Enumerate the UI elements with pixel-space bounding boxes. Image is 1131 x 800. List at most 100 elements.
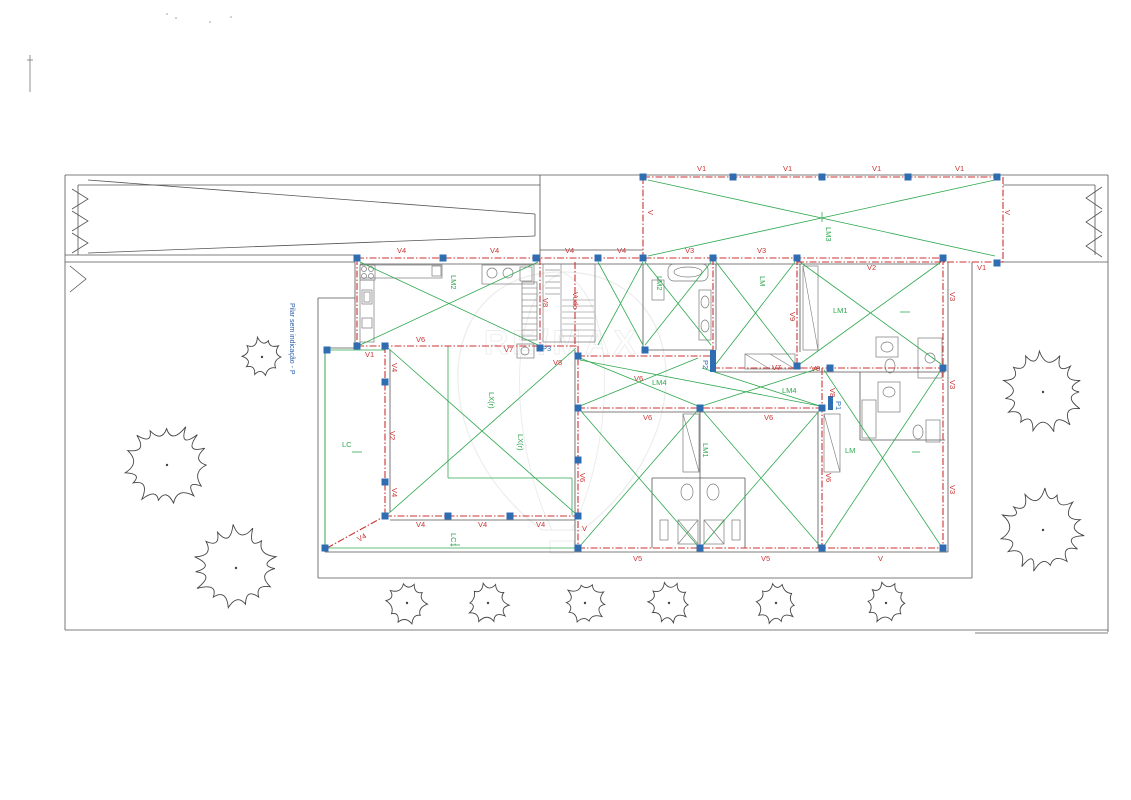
pillar [381, 478, 389, 486]
ramp-arrow [71, 188, 89, 210]
sanitary-fixture [882, 386, 896, 398]
beam-label: V8 [811, 364, 820, 373]
sanitary-fixture [706, 483, 720, 501]
slab-line [647, 179, 996, 257]
watermark-balloon: RE/MAX [457, 271, 667, 554]
beam-label: V7 [504, 345, 513, 354]
beam-label: V6 [578, 473, 587, 482]
tree-center [486, 601, 490, 605]
slab-label: LM4 [782, 386, 797, 395]
scan-marks [27, 13, 232, 92]
pillar [818, 173, 826, 181]
tree-center [583, 601, 587, 605]
furniture-outline [361, 317, 373, 329]
sanitary-fixture [700, 319, 710, 333]
stove-burner [486, 267, 498, 279]
beam-label: V7 [772, 363, 781, 372]
ramp-arrow [1085, 234, 1103, 258]
beam-label: V5 [633, 554, 642, 563]
slab-line [715, 261, 796, 365]
beam-label: V [878, 554, 883, 563]
slab-line [823, 369, 942, 547]
beam-label: V3 [948, 380, 957, 389]
beam-label: V8 [541, 298, 550, 307]
pillar-label: P3 [542, 344, 551, 353]
pillar [536, 344, 544, 352]
slab-line [597, 261, 644, 346]
pillar-label: P2 [701, 360, 710, 369]
slab-line [387, 347, 577, 515]
tree-center [165, 463, 169, 467]
pillar [532, 254, 540, 262]
beam-label: V1 [872, 164, 881, 173]
pillar [696, 404, 704, 412]
pillar [939, 254, 947, 262]
pillar-p2 [710, 350, 716, 372]
pillar [444, 512, 452, 520]
beam-label: V1 [783, 164, 792, 173]
furniture-outline [361, 289, 373, 305]
slab-line [359, 261, 539, 346]
beam-label: V [582, 524, 587, 533]
stove-burner [368, 266, 374, 272]
beam-label: V6 [634, 374, 643, 383]
pillar [381, 378, 389, 386]
pillar [381, 512, 389, 520]
pillar [574, 512, 582, 520]
furniture [359, 263, 943, 545]
pillar [574, 352, 582, 360]
beam-label: Vudo [571, 292, 580, 309]
stove-burner [361, 266, 367, 272]
wall-line [87, 179, 536, 215]
slab-line [579, 409, 699, 547]
slab-label: LM4 [652, 378, 667, 387]
beam-label: V9 [788, 312, 797, 321]
furniture-line [802, 265, 819, 351]
tree-center [774, 601, 778, 605]
beam-label: V1 [955, 164, 964, 173]
slab-label: LC1 [449, 533, 458, 547]
furniture-line [682, 413, 700, 473]
slab-label: LC [342, 440, 352, 449]
slab-label: LM [845, 446, 855, 455]
slab-line [579, 357, 699, 407]
beam-label: V [646, 210, 655, 215]
tree-center [260, 355, 264, 359]
furniture-outline [925, 419, 941, 443]
sanitary-fixture [880, 341, 894, 353]
watermark-balloon-gore [561, 271, 605, 531]
slab-lines [324, 179, 996, 549]
sanitary-fixture [700, 295, 710, 309]
furniture-outline [363, 291, 371, 303]
tree-center [1041, 390, 1045, 394]
pillar [818, 404, 826, 412]
slab-label: LX(r) [487, 392, 496, 409]
furniture-outline [682, 413, 700, 473]
furniture-outline [481, 264, 535, 285]
pillar [381, 342, 389, 350]
pillar-note: Pilar sem indicação - P [288, 303, 295, 375]
ramp-arrow [71, 210, 89, 232]
ramp-arrow [69, 265, 87, 293]
beam-label: V4 [565, 246, 574, 255]
furniture-outline [659, 519, 669, 541]
slab-label: LM2 [449, 275, 458, 290]
beam-label: V8 [553, 358, 562, 367]
furniture-line [769, 353, 796, 370]
sanitary-fixture [884, 358, 896, 374]
beam-label: V6 [764, 413, 773, 422]
pillar [353, 342, 361, 350]
tree-center [884, 601, 888, 605]
beam-labels: V1 V1 V1 V1 V V V4 V4 V4 V4 V3 V3 V2 V1 … [356, 164, 1013, 563]
beam-label: V1 [977, 263, 986, 272]
furniture-outline [917, 337, 943, 379]
beam-label: V4 [390, 488, 399, 497]
slab-label: LM2 [655, 276, 664, 291]
furniture-outline [521, 281, 538, 341]
furniture-outline [651, 279, 665, 301]
scan-dot [230, 16, 232, 18]
tree-center [405, 601, 409, 605]
tree-outline [123, 426, 208, 505]
stove-burner [502, 267, 514, 279]
